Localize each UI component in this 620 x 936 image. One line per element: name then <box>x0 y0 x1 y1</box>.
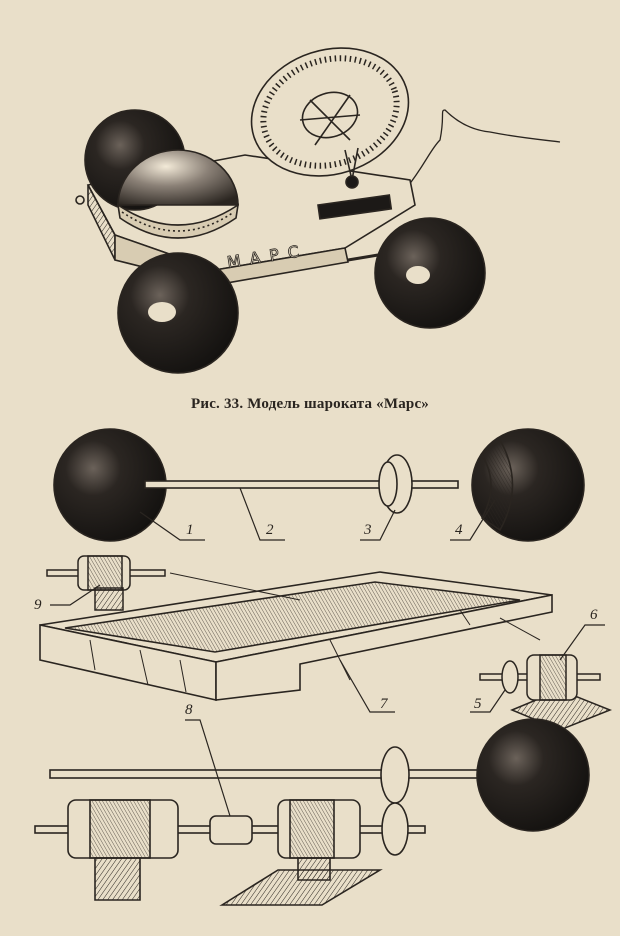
pulley-part-3 <box>378 454 413 514</box>
label-8: 8 <box>185 702 193 718</box>
rover-model: МАРС <box>75 47 561 374</box>
label-3: 3 <box>363 522 372 538</box>
pulley-part-5 <box>501 660 519 694</box>
part-labels: 1 2 3 4 5 6 7 8 9 <box>34 522 598 718</box>
antenna-dish <box>250 47 410 189</box>
drive-ball <box>476 718 590 832</box>
drive-assembly <box>34 718 590 906</box>
label-4: 4 <box>455 522 463 538</box>
front-left-wheel <box>117 252 239 374</box>
label-2: 2 <box>266 522 274 538</box>
label-1: 1 <box>186 522 194 538</box>
leader-lines <box>50 487 605 817</box>
coupler-part-8 <box>209 815 253 845</box>
figure-caption: Рис. 33. Модель шароката «Марс» <box>190 396 430 412</box>
dome <box>116 149 240 239</box>
label-6: 6 <box>590 607 598 623</box>
ball-part-4 <box>471 428 585 542</box>
motor-part-9 <box>46 555 166 611</box>
tray-part-7 <box>39 571 553 702</box>
label-7: 7 <box>380 696 389 712</box>
label-5: 5 <box>474 696 482 712</box>
motor-part-6 <box>479 654 613 731</box>
axle-assembly <box>53 428 585 542</box>
axle-part-2 <box>144 480 459 489</box>
label-9: 9 <box>34 597 42 613</box>
body-slot <box>317 194 393 220</box>
front-right-wheel <box>374 217 486 329</box>
power-wire <box>404 109 561 191</box>
